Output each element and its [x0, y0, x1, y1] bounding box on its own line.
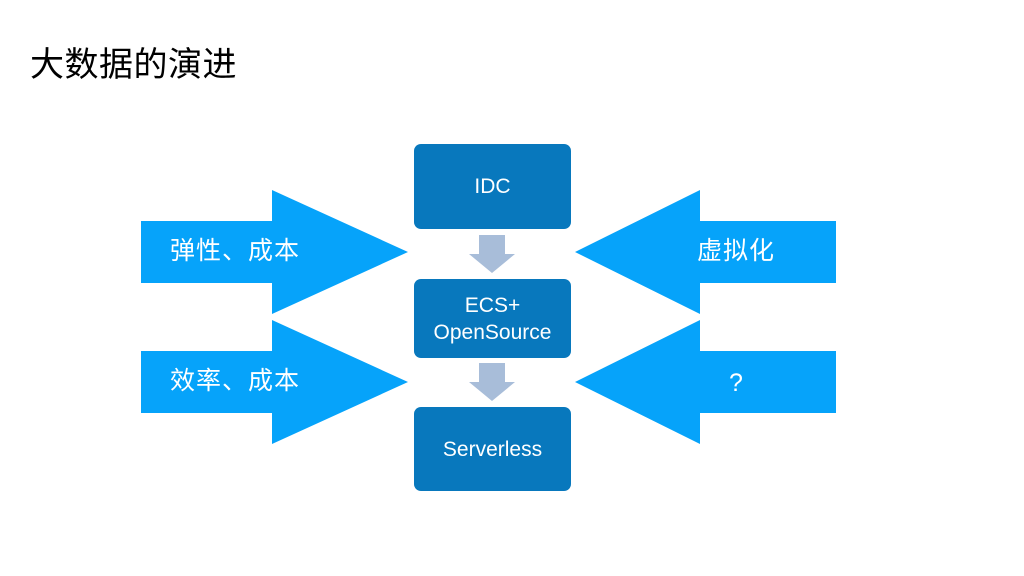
driver-arrow-right-1 [575, 320, 836, 444]
page-title: 大数据的演进 [30, 46, 237, 84]
arrow-right-shape-icon [141, 190, 408, 314]
stage-box-idc: IDC [414, 144, 571, 229]
stage-box-serverless: Serverless [414, 407, 571, 491]
flow-arrow-down-idc-to-ecs-icon [469, 235, 515, 273]
arrow-left-shape-icon [575, 320, 836, 444]
arrow-right-shape-icon [141, 320, 408, 444]
driver-arrow-left-0-label: 弹性、成本 [170, 237, 301, 265]
driver-arrow-left-0 [141, 190, 408, 314]
stage-box-ecs-opensource: ECS+ OpenSource [414, 279, 571, 358]
arrow-left-shape-icon [575, 190, 836, 314]
flow-arrow-down-ecs-to-serverless-icon [469, 363, 515, 401]
driver-arrow-right-0 [575, 190, 836, 314]
driver-arrow-left-1 [141, 320, 408, 444]
driver-arrow-right-0-label: 虚拟化 [697, 237, 776, 265]
driver-arrow-right-1-label: ? [729, 369, 744, 397]
driver-arrow-left-1-label: 效率、成本 [170, 367, 301, 395]
